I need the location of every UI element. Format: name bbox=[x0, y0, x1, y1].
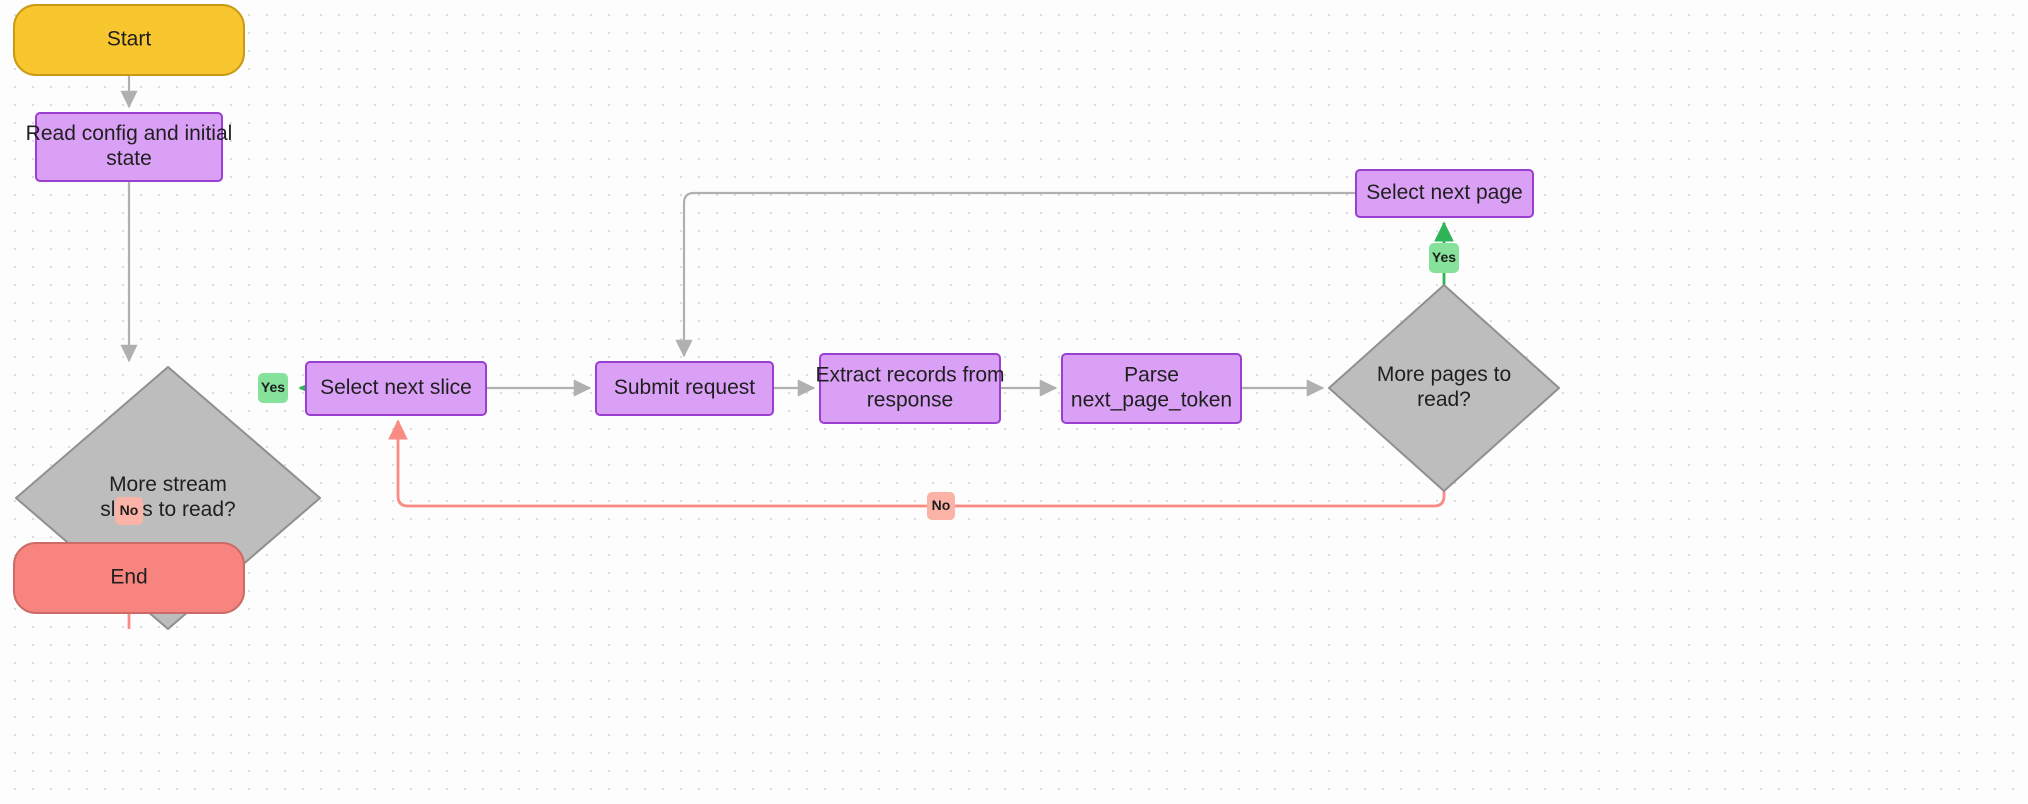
edge-e-pages-no-slice bbox=[388, 419, 1446, 508]
terminator-shape[interactable] bbox=[13, 542, 245, 614]
edge-label-e-slices-no-end: No bbox=[115, 497, 143, 525]
node-start[interactable]: Start bbox=[13, 4, 245, 76]
edge-path bbox=[388, 419, 1446, 508]
edge-label-badge bbox=[258, 373, 288, 403]
edge-label-e-pages-no-slice: No bbox=[927, 492, 955, 520]
process-shape[interactable] bbox=[305, 361, 487, 416]
process-shape[interactable] bbox=[1061, 353, 1242, 424]
edge-label-badge bbox=[927, 492, 955, 520]
terminator-shape[interactable] bbox=[13, 4, 245, 76]
edge-label-badge bbox=[115, 497, 143, 525]
edge-path bbox=[675, 191, 1356, 358]
node-select_slice[interactable]: Select next slice bbox=[305, 361, 487, 416]
process-shape[interactable] bbox=[1355, 169, 1534, 218]
node-select_page[interactable]: Select next page bbox=[1355, 169, 1534, 218]
process-shape[interactable] bbox=[819, 353, 1001, 424]
edge-layer bbox=[119, 75, 1454, 629]
process-shape[interactable] bbox=[595, 361, 774, 416]
edge-label-badge bbox=[1429, 243, 1459, 273]
process-shape[interactable] bbox=[35, 112, 223, 182]
node-submit_request[interactable]: Submit request bbox=[595, 361, 774, 416]
edge-e-page-submit bbox=[675, 191, 1356, 358]
edge-label-e-pages-yes-page: Yes bbox=[1429, 243, 1459, 273]
edge-label-e-slices-yes: Yes bbox=[258, 373, 288, 403]
node-end[interactable]: End bbox=[13, 542, 245, 614]
decision-shape[interactable] bbox=[1328, 284, 1560, 492]
